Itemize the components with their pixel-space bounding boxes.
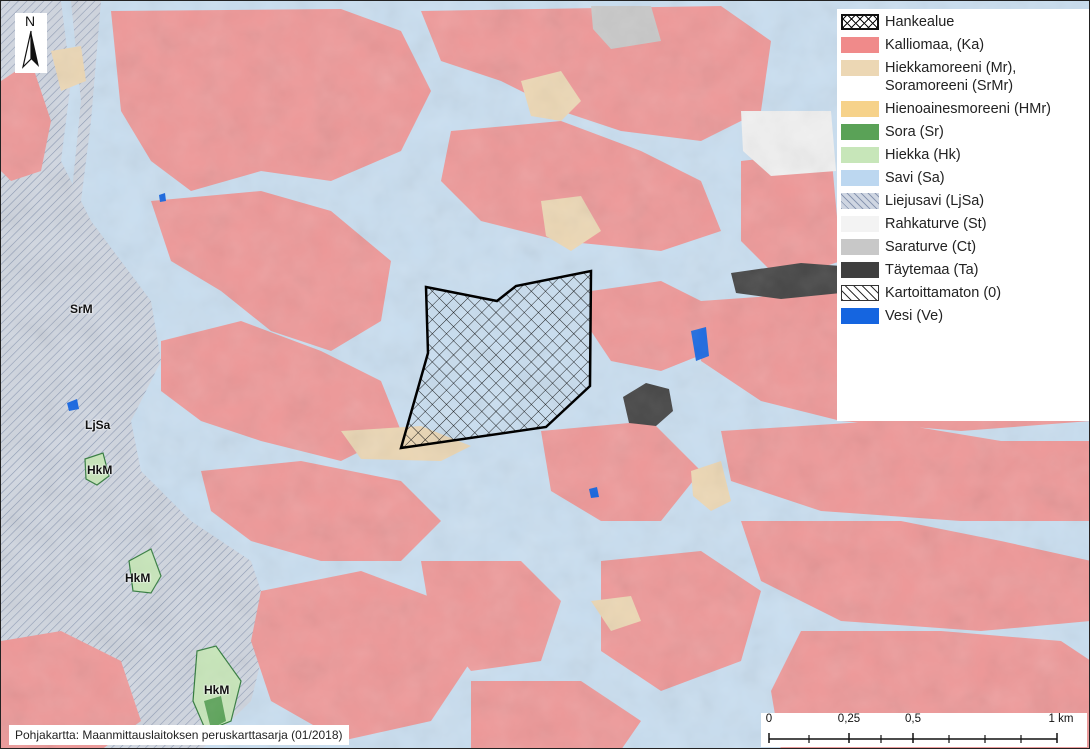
legend-item: Liejusavi (LjSa) bbox=[841, 192, 1085, 210]
basemap-credit: Pohjakartta: Maanmittauslaitoksen perusk… bbox=[9, 725, 349, 745]
legend-item: Täytemaa (Ta) bbox=[841, 261, 1085, 279]
legend-item: Hankealue bbox=[841, 13, 1085, 31]
label-ljsa: LjSa bbox=[85, 418, 111, 432]
legend-swatch bbox=[841, 285, 879, 301]
scale-tick-025: 0,25 bbox=[837, 713, 861, 725]
legend-label: Hienoainesmoreeni (HMr) bbox=[885, 101, 1051, 117]
label-hkm-2: HkM bbox=[125, 571, 151, 585]
legend-label: Vesi (Ve) bbox=[885, 308, 944, 324]
north-letter: N bbox=[25, 13, 36, 29]
label-srm: SrM bbox=[70, 302, 93, 316]
label-hkm-3: HkM bbox=[204, 683, 230, 697]
legend-swatch bbox=[841, 262, 879, 278]
legend-swatch bbox=[841, 308, 879, 324]
legend-swatch bbox=[841, 193, 879, 209]
legend-item: Kalliomaa, (Ka) bbox=[841, 36, 1085, 54]
project-area[interactable] bbox=[399, 269, 593, 450]
legend-label: Hiekka (Hk) bbox=[885, 147, 961, 163]
legend-swatch bbox=[841, 101, 879, 117]
scale-tick-05: 0,5 bbox=[905, 713, 921, 725]
legend-label: Täytemaa (Ta) bbox=[885, 262, 979, 278]
legend-label: Hiekkamoreeni (Mr), Soramoreeni (SrMr) bbox=[885, 60, 1017, 94]
legend-item: Rahkaturve (St) bbox=[841, 215, 1085, 233]
legend-label: Liejusavi (LjSa) bbox=[885, 193, 985, 209]
legend-label: Sora (Sr) bbox=[885, 124, 944, 140]
legend-label: Kalliomaa, (Ka) bbox=[885, 37, 985, 53]
legend-swatch bbox=[841, 60, 879, 76]
label-hkm-1: HkM bbox=[87, 463, 113, 477]
scale-bar: 0 0,25 0,5 1 km bbox=[761, 713, 1087, 747]
legend-label: Savi (Sa) bbox=[885, 170, 945, 186]
legend-swatch bbox=[841, 239, 879, 255]
legend-label: Rahkaturve (St) bbox=[885, 216, 987, 232]
scale-bar-graphic bbox=[768, 733, 1058, 743]
north-arrow-icon bbox=[21, 30, 39, 69]
north-arrow: N bbox=[15, 13, 47, 73]
legend-item: Vesi (Ve) bbox=[841, 307, 1085, 325]
legend-item: Savi (Sa) bbox=[841, 169, 1085, 187]
legend-item: Kartoittamaton (0) bbox=[841, 284, 1085, 302]
legend-swatch bbox=[841, 124, 879, 140]
legend-swatch bbox=[841, 216, 879, 232]
legend-swatch bbox=[841, 147, 879, 163]
legend-label: Hankealue bbox=[885, 14, 955, 30]
legend-label: Saraturve (Ct) bbox=[885, 239, 977, 255]
legend-swatch bbox=[841, 37, 879, 53]
scale-end-label: 1 km bbox=[1048, 713, 1074, 725]
legend-label: Kartoittamaton (0) bbox=[885, 285, 1002, 301]
scale-tick-0: 0 bbox=[765, 713, 773, 725]
legend-item: Sora (Sr) bbox=[841, 123, 1085, 141]
legend-item: Hiekkamoreeni (Mr), Soramoreeni (SrMr) bbox=[841, 59, 1085, 95]
legend-item: Hiekka (Hk) bbox=[841, 146, 1085, 164]
legend-item: Saraturve (Ct) bbox=[841, 238, 1085, 256]
legend-swatch bbox=[841, 14, 879, 30]
legend-swatch bbox=[841, 170, 879, 186]
legend-item: Hienoainesmoreeni (HMr) bbox=[841, 100, 1085, 118]
